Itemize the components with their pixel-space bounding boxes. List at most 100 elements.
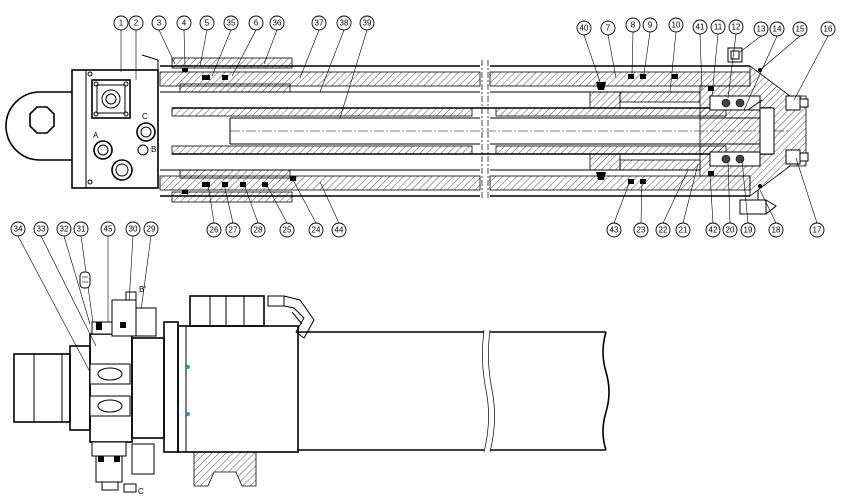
balloon-38: 38 [336, 15, 352, 31]
balloon-25: 25 [279, 222, 295, 238]
balloon-2: 2 [128, 15, 144, 31]
svg-text:24: 24 [312, 226, 321, 235]
svg-text:13: 13 [757, 25, 766, 34]
balloon-26: 26 [206, 222, 222, 238]
port-label-b-prime: B' [139, 285, 146, 294]
svg-text:15: 15 [796, 25, 805, 34]
balloon-36: 36 [269, 15, 285, 31]
cylinder-barrel [159, 47, 809, 215]
balloon-44: 44 [331, 222, 347, 238]
balloon-10: 10 [668, 17, 684, 33]
balloon-6: 6 [248, 15, 264, 31]
svg-text:8: 8 [631, 21, 636, 30]
balloon-45: 45 [100, 221, 116, 237]
balloon-29: 29 [143, 221, 159, 237]
svg-text:27: 27 [229, 226, 238, 235]
svg-text:6: 6 [254, 19, 259, 28]
balloon-12: 12 [728, 19, 744, 35]
balloon-8: 8 [625, 17, 641, 33]
svg-text:30: 30 [129, 225, 138, 234]
end-body-block [163, 295, 315, 487]
end-cylinder-tube [297, 329, 610, 453]
port-label-c-lower: C [138, 487, 144, 496]
sectional-view: A B C [5, 15, 836, 238]
balloon-1: 1 [113, 15, 129, 31]
svg-text:28: 28 [254, 226, 263, 235]
svg-text:18: 18 [772, 226, 781, 235]
balloon-15: 15 [792, 21, 808, 37]
svg-text:19: 19 [744, 226, 753, 235]
svg-text:40: 40 [580, 24, 589, 33]
svg-text:35: 35 [227, 19, 236, 28]
balloon-24: 24 [308, 222, 324, 238]
svg-text:7: 7 [606, 24, 611, 33]
svg-text:12: 12 [732, 23, 741, 32]
svg-text:20: 20 [726, 226, 735, 235]
svg-text:37: 37 [315, 19, 324, 28]
balloon-18: 18 [768, 222, 784, 238]
port-label-c: C [142, 112, 148, 121]
svg-text:16: 16 [824, 25, 833, 34]
balloon-43: 43 [606, 222, 622, 238]
balloon-37: 37 [311, 15, 327, 31]
balloon-14: 14 [769, 21, 785, 37]
balloon-11: 11 [710, 19, 726, 35]
balloon-19: 19 [740, 222, 756, 238]
svg-text:25: 25 [283, 226, 292, 235]
svg-text:14: 14 [773, 25, 782, 34]
svg-text:17: 17 [813, 226, 822, 235]
svg-text:3: 3 [157, 19, 162, 28]
port-label-a: A [93, 131, 99, 140]
balloons-section-bottom: 26 27 28 25 24 44 43 23 22 21 42 20 19 1… [206, 157, 825, 238]
balloon-27: 27 [225, 222, 241, 238]
balloon-5: 5 [199, 15, 215, 31]
svg-text:21: 21 [679, 226, 688, 235]
svg-text:29: 29 [147, 225, 156, 234]
port-label-b: B [151, 145, 156, 154]
balloon-35: 35 [223, 15, 239, 31]
svg-text:39: 39 [363, 19, 372, 28]
balloon-13: 13 [753, 21, 769, 37]
balloon-31: 31 [73, 221, 89, 237]
svg-text:26: 26 [210, 226, 219, 235]
svg-text:2: 2 [134, 19, 139, 28]
svg-text:22: 22 [659, 226, 668, 235]
end-motor [13, 345, 91, 431]
end-valve-housing: B' C [89, 285, 165, 496]
svg-text:11: 11 [714, 23, 723, 32]
balloon-22: 22 [655, 222, 671, 238]
svg-text:38: 38 [340, 19, 349, 28]
balloon-40: 40 [576, 20, 592, 36]
balloon-39: 39 [359, 15, 375, 31]
balloon-4: 4 [176, 15, 192, 31]
balloon-41: 41 [692, 19, 708, 35]
svg-text:23: 23 [637, 226, 646, 235]
svg-text:41: 41 [696, 23, 705, 32]
balloon-20: 20 [722, 222, 738, 238]
balloon-33: 33 [33, 221, 49, 237]
balloons-end-view: 34 33 32 31 45 30 29 [10, 221, 159, 373]
svg-text:10: 10 [672, 21, 681, 30]
svg-text:5: 5 [205, 19, 210, 28]
balloon-34: 34 [10, 221, 26, 237]
valve-block: A B C [71, 54, 159, 189]
svg-text:42: 42 [709, 226, 718, 235]
balloon-30: 30 [125, 221, 141, 237]
balloon-23: 23 [633, 222, 649, 238]
balloon-16: 16 [820, 21, 836, 37]
svg-text:32: 32 [60, 225, 69, 234]
external-view: 34 33 32 31 45 30 29 [10, 221, 610, 496]
svg-text:1: 1 [119, 19, 124, 28]
balloon-3: 3 [151, 15, 167, 31]
svg-text:34: 34 [14, 225, 23, 234]
svg-text:36: 36 [273, 19, 282, 28]
svg-text:45: 45 [104, 225, 113, 234]
svg-text:43: 43 [610, 226, 619, 235]
balloon-7: 7 [600, 20, 616, 36]
svg-text:33: 33 [37, 225, 46, 234]
clevis-eye [5, 86, 73, 166]
balloon-9: 9 [642, 17, 658, 33]
balloon-28: 28 [250, 222, 266, 238]
balloons-top: 1 2 3 4 5 35 6 36 37 38 39 40 7 8 9 10 4… [113, 15, 836, 119]
